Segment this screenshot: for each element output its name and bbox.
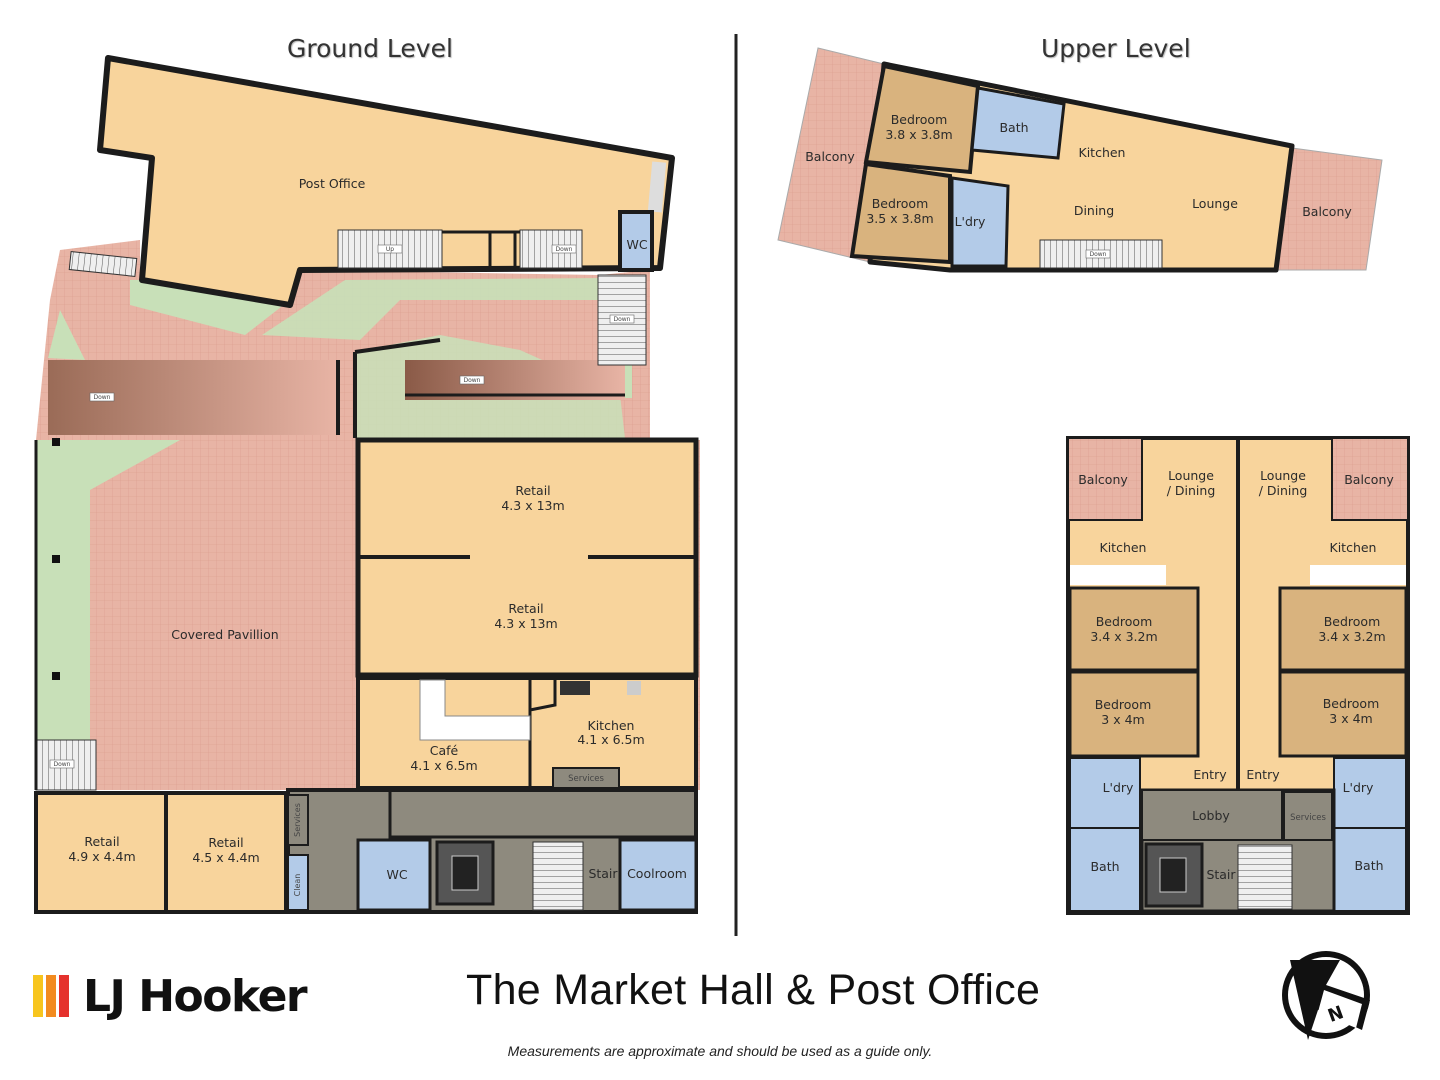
ap-bed2r-name: Bedroom	[1323, 696, 1380, 711]
footer-title: The Market Hall & Post Office	[466, 966, 1041, 1014]
garden-small	[48, 310, 85, 360]
wc-bottom-room	[356, 838, 432, 912]
logo-bars-icon	[33, 975, 69, 1017]
wc-bottom-label: WC	[386, 867, 407, 882]
ap-bed2r-dim: 3 x 4m	[1329, 711, 1372, 726]
ap-bed1r-dim: 3.4 x 3.2m	[1318, 629, 1385, 644]
up-kitchen-label: Kitchen	[1079, 145, 1126, 160]
up-ldry-label: L'dry	[955, 214, 986, 229]
post-office-label: Post Office	[299, 176, 366, 191]
ap-balcony-r-area	[1331, 437, 1409, 521]
garden-middle	[262, 278, 600, 340]
ap-kitchen-l-label: Kitchen	[1100, 540, 1147, 555]
ap-services-label: Services	[1290, 813, 1326, 823]
ap-bed2l-room	[1068, 670, 1200, 758]
ap-bed1l-name: Bedroom	[1096, 614, 1153, 629]
ramp-right	[405, 360, 625, 400]
ap-balcony-r-label: Balcony	[1344, 472, 1394, 487]
ap-bath-l-label: Bath	[1090, 859, 1119, 874]
services-v-label: Services	[293, 803, 302, 837]
ap-bed2l-dim: 3 x 4m	[1101, 712, 1144, 727]
up-dining-label: Dining	[1074, 203, 1114, 218]
ap-balcony-l-area	[1067, 437, 1143, 521]
retail-2-dim: 4.3 x 13m	[494, 616, 557, 631]
retail-4-name: Retail	[208, 835, 243, 850]
up-bed1-room	[863, 63, 981, 175]
covered-pavillion-label: Covered Pavillion	[171, 627, 278, 642]
cafe-name: Café	[430, 743, 459, 758]
ap-lobby-label: Lobby	[1192, 808, 1230, 823]
up-lounge-label: Lounge	[1192, 196, 1238, 211]
retail-1-dim: 4.3 x 13m	[501, 498, 564, 513]
up-ldry-room	[950, 176, 1010, 268]
stair-g-label: Stair	[588, 866, 618, 881]
ap-stair-label: Stair	[1206, 867, 1236, 882]
ap-bed1l-room	[1068, 586, 1200, 672]
kitchen-g-dim: 4.1 x 6.5m	[577, 732, 644, 747]
ap-bed1r-name: Bedroom	[1324, 614, 1381, 629]
retail-2-name: Retail	[508, 601, 543, 616]
retail-3-name: Retail	[84, 834, 119, 849]
ap-lounge-l1: Lounge	[1168, 468, 1214, 483]
retail-3-room	[34, 791, 168, 914]
ap-bath-l-room	[1069, 827, 1141, 912]
ap-lounge-l2: / Dining	[1167, 483, 1216, 498]
up-bed2-name: Bedroom	[872, 196, 929, 211]
ap-bed1l-dim: 3.4 x 3.2m	[1090, 629, 1157, 644]
svg-text:Down: Down	[613, 316, 630, 323]
disclaimer: Measurements are approximate and should …	[507, 1043, 933, 1059]
ap-bath-r-room	[1333, 827, 1407, 912]
ap-ldry-l-label: L'dry	[1103, 780, 1134, 795]
svg-text:Up: Up	[386, 246, 394, 253]
wc-top-label: WC	[626, 237, 647, 252]
ground-level-title: Ground Level	[287, 34, 453, 63]
coolroom-room	[618, 838, 698, 912]
cleaner-v-label: Clean	[293, 874, 302, 897]
ap-lounge-r1: Lounge	[1260, 468, 1306, 483]
ap-bath-r-label: Bath	[1354, 858, 1383, 873]
lj-hooker-logo: LJ Hooker	[33, 968, 308, 1024]
ap-entry-r-label: Entry	[1246, 767, 1280, 782]
ap-bed1r-room	[1278, 586, 1408, 672]
up-bed2-dim: 3.5 x 3.8m	[866, 211, 933, 226]
stair-g	[532, 841, 584, 911]
ap-ldry-r-label: L'dry	[1343, 780, 1374, 795]
retail-3-dim: 4.9 x 4.4m	[68, 849, 135, 864]
ap-entry-l-label: Entry	[1193, 767, 1227, 782]
logo-text: LJ Hooker	[83, 970, 308, 1022]
north-compass-icon: N	[1282, 951, 1370, 1040]
up-bath-label: Bath	[999, 120, 1028, 135]
ap-balcony-l-label: Balcony	[1078, 472, 1128, 487]
ap-kitchen-r-label: Kitchen	[1330, 540, 1377, 555]
up-bath-room	[970, 86, 1066, 160]
compass-letter: N	[1325, 1002, 1346, 1027]
coolroom-label: Coolroom	[627, 866, 687, 881]
up-balcony-left-label: Balcony	[805, 149, 855, 164]
svg-text:Down: Down	[1089, 251, 1106, 258]
garden-left	[36, 440, 180, 740]
up-bed1-name: Bedroom	[891, 112, 948, 127]
up-balcony-right-label: Balcony	[1302, 204, 1352, 219]
ap-bed2r-room	[1278, 670, 1408, 758]
svg-text:Down: Down	[53, 761, 70, 768]
cafe-dim: 4.1 x 6.5m	[410, 758, 477, 773]
ap-stair-box	[1237, 844, 1293, 910]
upper-level-title: Upper Level	[1041, 34, 1191, 63]
svg-text:Down: Down	[555, 246, 572, 253]
ap-ldry-l-room	[1069, 757, 1141, 829]
services-g-label: Services	[568, 774, 604, 784]
up-bed1-dim: 3.8 x 3.8m	[885, 127, 952, 142]
ramp-right-label: Down	[463, 377, 480, 384]
kitchen-g-name: Kitchen	[588, 718, 635, 733]
retail-4-dim: 4.5 x 4.4m	[192, 850, 259, 865]
ap-lounge-r2: / Dining	[1259, 483, 1308, 498]
retail-1-name: Retail	[515, 483, 550, 498]
ap-bed2l-name: Bedroom	[1095, 697, 1152, 712]
up-bed2-room	[849, 161, 952, 265]
ramp-left-label: Down	[93, 394, 110, 401]
wc-top-room	[618, 210, 654, 272]
